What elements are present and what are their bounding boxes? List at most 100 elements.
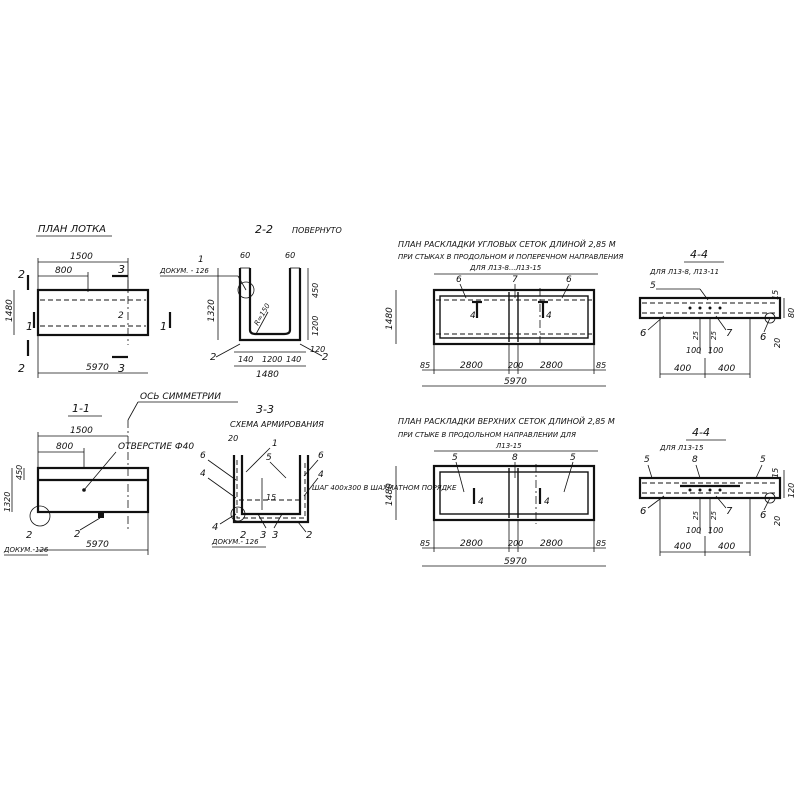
section-4-4-a-dim-80: 80 (787, 308, 796, 318)
section-2-2-mark-2b: 2 (322, 352, 328, 363)
section-3-3-mark-3b: 3 (272, 530, 278, 541)
tray-plan-dim-1500: 1500 (70, 252, 93, 262)
section-3-3-subtitle: СХЕМА АРМИРОВАНИЯ (230, 420, 324, 429)
section-4-4-b-dim-400b: 400 (718, 542, 735, 552)
plan-top-mark-5b: 5 (570, 453, 576, 463)
section-1-1-outline (36, 466, 150, 514)
tray-plan-cut-1-right: 1 (160, 320, 167, 333)
section-1-1-doc-note: ДОКУМ.-126 (3, 546, 49, 554)
section-4-4-a-dim-20: 20 (773, 338, 782, 348)
section-2-2-callout-1: 1 (198, 255, 204, 265)
section-4-4-a-dim-100a: 100 (686, 346, 701, 355)
plan-corner-dim-85b: 85 (596, 361, 606, 370)
tray-plan-dim-5970: 5970 (86, 363, 109, 373)
section-4-4-a-dim-25a: 25 (692, 331, 700, 340)
plan-top-dim-2800b: 2800 (540, 539, 563, 549)
section-2-2-dim-60a: 60 (240, 251, 250, 260)
section-4-4-a-mark-5: 5 (650, 281, 656, 291)
section-4-4-a-dim-400a: 400 (674, 364, 691, 374)
section-2-2-dim-1200: 1200 (311, 316, 320, 336)
section-4-4-b-mark-5a: 5 (644, 455, 650, 465)
section-4-4-a-mark-7: 7 (726, 328, 733, 339)
section-3-3-mark-5: 5 (266, 453, 272, 463)
section-3-3-dim-20: 20 (228, 434, 238, 443)
section-4-4-b-dim-100b: 100 (708, 526, 723, 535)
section-4-4-a: 4-4 ДЛЯ Л13-8, Л13-11 5 15 80 6 7 6 25 2… (638, 248, 796, 378)
section-2-2-dim-140a: 140 (238, 355, 253, 364)
plan-top-title-line1: ПЛАН РАСКЛАДКИ ВЕРХНИХ СЕТОК ДЛИНОЙ 2,85… (398, 415, 615, 426)
plan-top-meshes: ПЛАН РАСКЛАДКИ ВЕРХНИХ СЕТОК ДЛИНОЙ 2,85… (385, 415, 615, 567)
tray-plan-cut-3-top: 3 (118, 263, 125, 276)
section-2-2-profile (238, 268, 302, 342)
section-4-4-a-dim-400b: 400 (718, 364, 735, 374)
plan-top-mark-5a: 5 (452, 453, 458, 463)
plan-top-title-line3: Л13-15 (495, 442, 522, 450)
section-4-4-a-mark-6b: 6 (760, 332, 766, 343)
section-3-3-profile (232, 455, 310, 524)
section-2-2-dim-1480: 1480 (256, 370, 279, 380)
section-2-2-dim-1320: 1320 (207, 299, 217, 322)
section-1-1-hole-note: ОТВЕРСТИЕ Ф40 (118, 442, 194, 452)
plan-corner-dim-2800b: 2800 (540, 361, 563, 371)
section-1-1-mark-2b: 2 (74, 529, 80, 540)
section-2-2-note: ПОВЕРНУТО (292, 226, 342, 235)
section-2-2-callout-doc: ДОКУМ. - 126 (159, 267, 209, 275)
section-3-3-mark-6b: 6 (318, 451, 324, 461)
section-1-1-dim-450: 450 (15, 465, 24, 480)
section-3-3-mark-15: 15 (266, 493, 276, 502)
section-2-2: 2-2 ПОВЕРНУТО 1 ДОКУМ. - 126 60 60 R=150… (159, 223, 342, 380)
section-1-1-title: 1-1 (72, 402, 90, 415)
tray-plan-cut-3-bottom: 3 (118, 362, 125, 375)
section-3-3-mark-6a: 6 (200, 451, 206, 461)
section-4-4-b-subtitle: ДЛЯ Л13-15 (659, 444, 704, 452)
plan-top-dim-1480: 1480 (385, 483, 395, 506)
section-4-4-b-dim-15: 15 (771, 468, 780, 478)
section-3-3-mark-1: 1 (272, 439, 278, 449)
section-4-4-b-slab (638, 476, 782, 500)
section-3-3-mark-2b: 2 (306, 530, 312, 541)
section-4-4-b-dim-25a: 25 (692, 511, 700, 520)
section-4-4-a-mark-6a: 6 (640, 328, 646, 339)
plan-corner-meshes: ПЛАН РАСКЛАДКИ УГЛОВЫХ СЕТОК ДЛИНОЙ 2,85… (385, 238, 623, 387)
plan-corner-dim-200: 200 (508, 361, 523, 370)
section-4-4-b-mark-6a: 6 (640, 506, 646, 517)
section-4-4-b-dim-20: 20 (773, 516, 782, 526)
section-4-4-b-mark-8: 8 (692, 455, 698, 465)
plan-corner-title-line3: ДЛЯ Л13-8...Л13-15 (469, 264, 542, 272)
tray-plan-cut-2-bottom: 2 (18, 362, 25, 375)
plan-corner-mark-6b: 6 (566, 275, 572, 285)
tray-plan-title: ПЛАН ЛОТКА (38, 224, 106, 235)
section-1-1-dim-5970: 5970 (86, 540, 109, 550)
plan-corner-outline (432, 288, 596, 346)
section-1-1-mark-2a: 2 (26, 530, 32, 541)
section-4-4-b-mark-7: 7 (726, 506, 733, 517)
section-4-4-a-dim-100b: 100 (708, 346, 723, 355)
plan-corner-cut-4a: 4 (470, 311, 476, 321)
section-2-2-dim-60b: 60 (285, 251, 295, 260)
plan-top-dim-2800a: 2800 (460, 539, 483, 549)
section-3-3-doc-note: ДОКУМ.- 126 (211, 538, 259, 546)
plan-corner-title-line1: ПЛАН РАСКЛАДКИ УГЛОВЫХ СЕТОК ДЛИНОЙ 2,85… (398, 238, 616, 249)
plan-top-cut-4b: 4 (544, 497, 550, 507)
section-3-3-mark-4a: 4 (200, 469, 206, 479)
tray-plan-dim-1480: 1480 (5, 299, 15, 322)
section-4-4-b-dim-400a: 400 (674, 542, 691, 552)
plan-top-title-line2: ПРИ СТЫКЕ В ПРОДОЛЬНОМ НАПРАВЛЕНИИ ДЛЯ (398, 431, 576, 439)
section-4-4-b: 4-4 ДЛЯ Л13-15 5 8 5 15 120 6 7 6 25 25 … (638, 426, 796, 556)
section-1-1: 1-1 ОСЬ СИММЕТРИИ 1500 800 ОТВЕРСТИЕ Ф40… (3, 392, 238, 556)
section-2-2-dim-450: 450 (311, 283, 320, 298)
section-4-4-a-title: 4-4 (690, 248, 708, 261)
section-4-4-b-dim-120: 120 (787, 483, 796, 498)
plan-corner-dim-2800a: 2800 (460, 361, 483, 371)
section-4-4-b-mark-5b: 5 (760, 455, 766, 465)
section-2-2-dim-120: 120 (310, 345, 325, 354)
tray-plan-mark-2: 2 (118, 311, 124, 321)
section-2-2-title: 2-2 (255, 223, 273, 236)
plan-top-outline (432, 464, 596, 522)
tray-plan-outline (36, 288, 150, 337)
section-4-4-b-dim-25b: 25 (710, 511, 718, 520)
plan-top-mark-8: 8 (512, 453, 518, 463)
section-2-2-dim-1200b: 1200 (262, 355, 282, 364)
section-2-2-dim-140b: 140 (286, 355, 301, 364)
tray-plan-dim-800: 800 (55, 266, 72, 276)
